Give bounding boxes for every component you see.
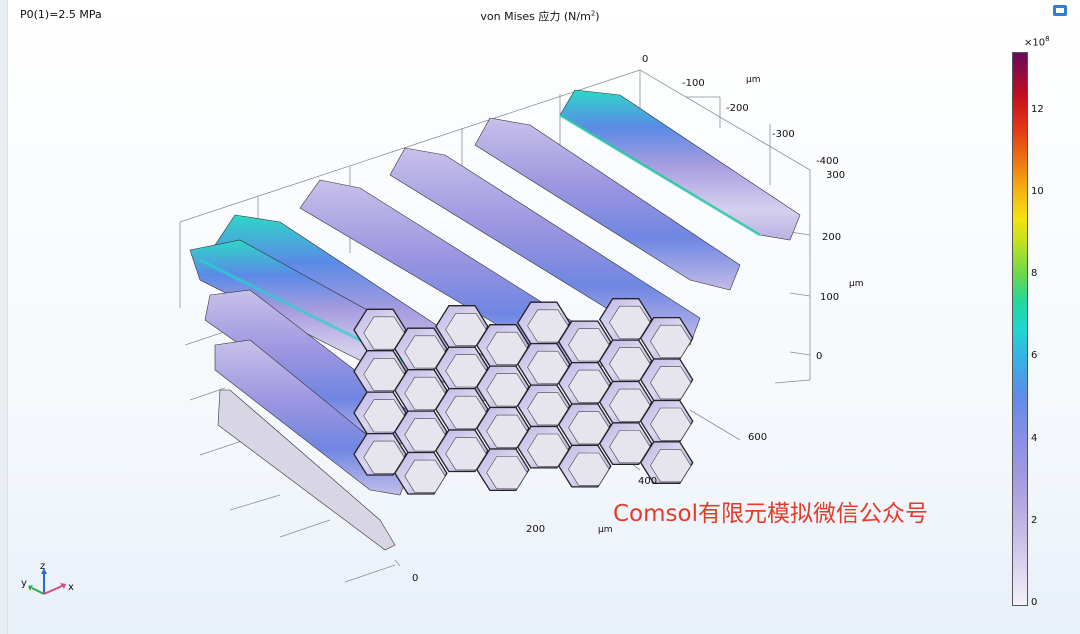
colorbar-tick: 10: [1031, 186, 1044, 197]
hex-cell-inner: [568, 452, 610, 486]
x-tick-label: -100: [682, 78, 705, 89]
colorbar-scale: ×108: [1024, 35, 1050, 48]
hex-cell-inner: [445, 395, 487, 429]
z-tick-label: 200: [822, 232, 841, 243]
z-axis-unit: µm: [849, 279, 864, 289]
hex-cell-inner: [404, 418, 446, 452]
hex-cell-inner: [486, 373, 528, 407]
x-tick-label: 0: [642, 54, 648, 65]
colorbar-tick: 6: [1031, 350, 1038, 361]
hex-cell-inner: [609, 388, 651, 422]
x-axis-unit: µm: [746, 75, 761, 85]
honeycomb-cross-section: [353, 298, 694, 495]
plot-title-main: von Mises 应力 (N/m: [480, 10, 591, 23]
camera-icon[interactable]: [1052, 3, 1068, 17]
hex-cell-inner: [609, 347, 651, 381]
x-tick-label: -400: [816, 156, 839, 167]
hex-cell-inner: [527, 433, 569, 467]
hex-cell-inner: [363, 357, 405, 391]
hex-cell-inner: [486, 331, 528, 365]
parameter-label: P0(1)=2.5 MPa: [20, 8, 102, 21]
colorbar-tick: 4: [1031, 433, 1038, 444]
axis-triad-icon: z x y: [21, 561, 74, 595]
y-tick-label: 200: [526, 524, 545, 535]
hex-cell-inner: [609, 305, 651, 339]
hex-cell-inner: [404, 335, 446, 369]
colorbar-scale-exp: 8: [1045, 35, 1050, 43]
z-tick-label: 100: [820, 292, 839, 303]
colorbar-tick: 12: [1031, 104, 1044, 115]
triad-z-label: z: [40, 561, 45, 572]
x-tick-label: -300: [772, 129, 795, 140]
hex-cell-inner: [445, 312, 487, 346]
colorbar: [1012, 52, 1028, 606]
hex-cell-inner: [445, 354, 487, 388]
hex-cell-inner: [609, 430, 651, 464]
plot-title: von Mises 应力 (N/m2): [0, 8, 1080, 24]
hex-cell-inner: [486, 414, 528, 448]
hex-cell-inner: [363, 440, 405, 474]
hex-cell-inner: [404, 459, 446, 493]
z-tick-label: 0: [816, 351, 822, 362]
hex-cell-inner: [568, 369, 610, 403]
triad-x-label: x: [68, 582, 74, 593]
hex-cell-inner: [650, 366, 692, 400]
colorbar-scale-base: ×10: [1024, 37, 1046, 49]
colorbar-tick: 8: [1031, 268, 1038, 279]
plot-title-tail: ): [595, 10, 600, 23]
y-axis-labels: 0 200 400 600 µm: [412, 432, 767, 584]
y-tick-label: 600: [748, 432, 767, 443]
side-panel-edge: [0, 0, 8, 634]
hex-cell-inner: [445, 437, 487, 471]
z-tick-label: 300: [826, 170, 845, 181]
y-axis-unit: µm: [598, 525, 613, 535]
plot-title-sup: 2: [590, 9, 596, 18]
watermark-text: Comsol有限元模拟微信公众号: [613, 501, 928, 527]
y-tick-label: 0: [412, 573, 418, 584]
hex-cell-inner: [486, 456, 528, 490]
hex-cell-inner: [363, 399, 405, 433]
hex-cell-inner: [527, 350, 569, 384]
hex-cell-inner: [404, 376, 446, 410]
x-tick-label: -200: [726, 103, 749, 114]
hex-cell-inner: [527, 309, 569, 343]
hex-cell-inner: [568, 328, 610, 362]
triad-y-label: y: [21, 578, 27, 589]
hex-cell-inner: [568, 411, 610, 445]
hex-cell-inner: [650, 449, 692, 483]
hex-cell-inner: [650, 407, 692, 441]
colorbar-tick: 2: [1031, 515, 1038, 526]
hex-cell-inner: [363, 316, 405, 350]
y-tick-label: 400: [638, 476, 657, 487]
colorbar-tick: 0: [1031, 597, 1038, 608]
x-axis-labels: 0 -100 -200 -300 -400 µm: [642, 54, 839, 167]
hex-cell-inner: [650, 324, 692, 358]
hex-cell-inner: [527, 392, 569, 426]
z-axis-labels: 300 200 100 0 µm: [816, 170, 864, 362]
